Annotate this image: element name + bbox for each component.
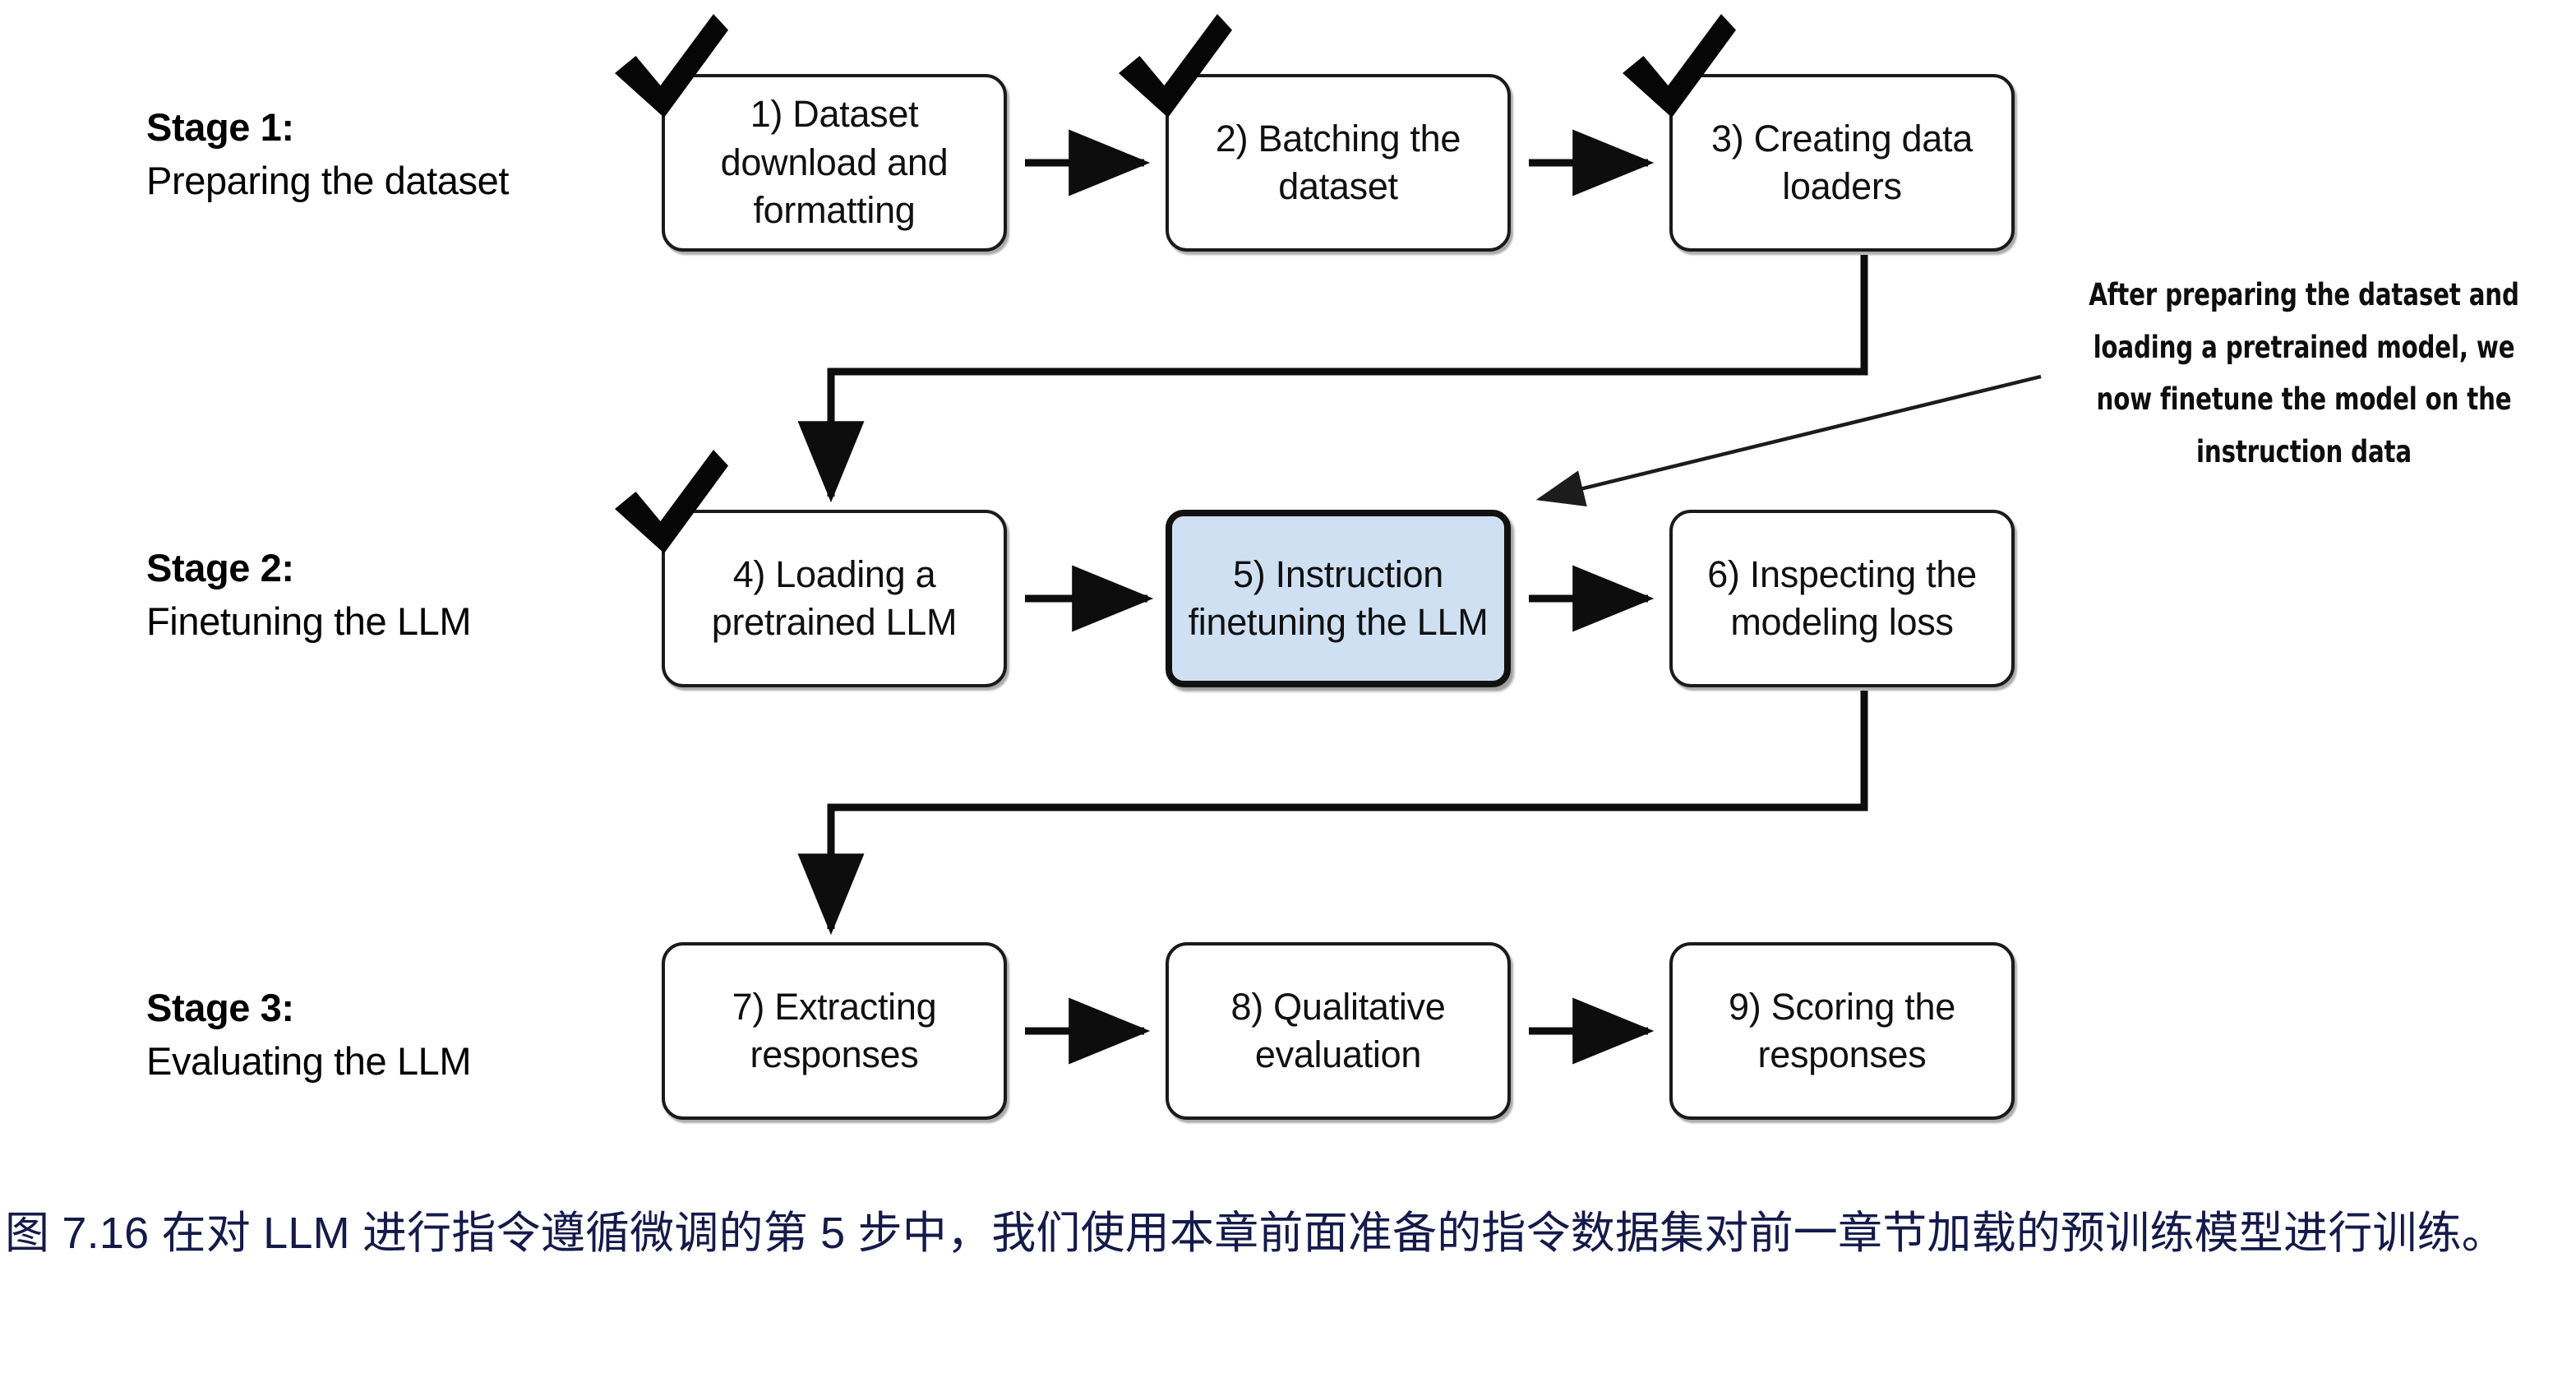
flow-step-3-label: 3) Creating data loaders xyxy=(1711,117,1973,208)
flow-step-4-box[interactable]: 4) Loading a pretrained LLM xyxy=(662,510,1007,687)
flow-step-7-box[interactable]: 7) Extracting responses xyxy=(662,942,1007,1120)
flow-step-2-label: 2) Batching the dataset xyxy=(1215,117,1461,208)
flow-step-8-box[interactable]: 8) Qualitative evaluation xyxy=(1166,942,1511,1120)
flow-step-6-label: 6) Inspecting the modeling loss xyxy=(1707,552,1977,644)
stage-1-title: Stage 1: xyxy=(146,105,294,149)
flow-step-2-box[interactable]: 2) Batching the dataset xyxy=(1166,74,1511,252)
flow-step-1-box[interactable]: 1) Dataset download and formatting xyxy=(662,74,1007,252)
figure-caption: 图 7.16 在对 LLM 进行指令遵循微调的第 5 步中，我们使用本章前面准备… xyxy=(5,1209,2506,1258)
annotation-leader-arrow xyxy=(1535,374,2042,507)
annotation-note: After preparing the dataset and loading … xyxy=(2089,277,2519,469)
arrow-box6-to-box7 xyxy=(797,691,1868,936)
flow-step-7-label: 7) Extracting responses xyxy=(732,985,937,1076)
stage-3-subtitle: Evaluating the LLM xyxy=(146,1039,472,1084)
flow-step-3-box[interactable]: 3) Creating data loaders xyxy=(1669,74,2015,252)
stage-1-label: Stage 1: Preparing the dataset xyxy=(146,102,509,206)
stage-3-title: Stage 3: xyxy=(146,986,294,1029)
arrow-box3-to-box4 xyxy=(797,255,1868,503)
flow-step-5-label: 5) Instruction finetuning the LLM xyxy=(1188,552,1489,644)
flow-step-6-box[interactable]: 6) Inspecting the modeling loss xyxy=(1669,510,2015,687)
stage-2-title: Stage 2: xyxy=(146,546,294,589)
stage-2-subtitle: Finetuning the LLM xyxy=(146,599,472,644)
stage-2-label: Stage 2: Finetuning the LLM xyxy=(146,543,472,646)
flow-step-1-label: 1) Dataset download and formatting xyxy=(720,93,949,232)
stage-1-subtitle: Preparing the dataset xyxy=(146,159,510,203)
flow-step-4-label: 4) Loading a pretrained LLM xyxy=(711,552,958,644)
flow-step-5-box-highlighted[interactable]: 5) Instruction finetuning the LLM xyxy=(1166,510,1511,687)
flow-step-8-label: 8) Qualitative evaluation xyxy=(1230,985,1446,1076)
flow-step-9-box[interactable]: 9) Scoring the responses xyxy=(1669,942,2015,1120)
stage-3-label: Stage 3: Evaluating the LLM xyxy=(146,982,472,1086)
flow-step-9-label: 9) Scoring the responses xyxy=(1729,985,1955,1076)
